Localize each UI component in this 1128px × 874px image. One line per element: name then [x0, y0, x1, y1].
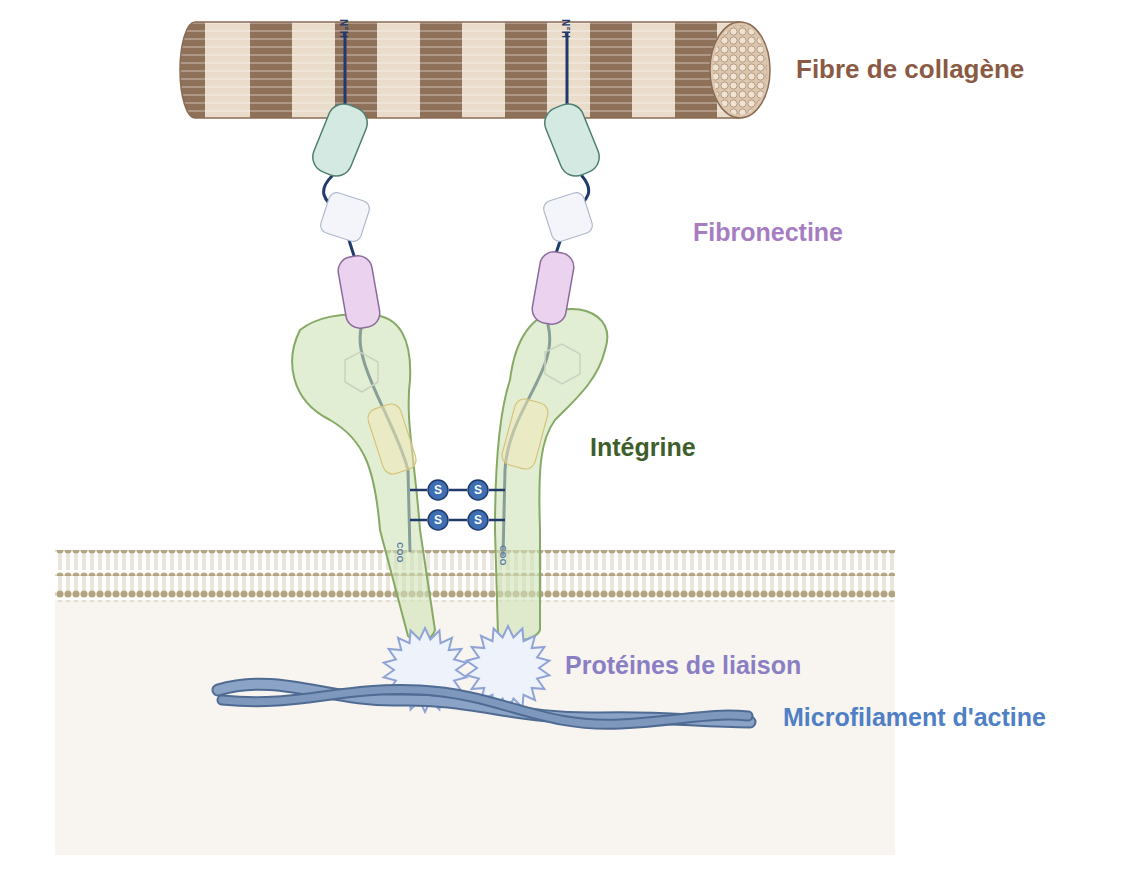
sulfur-atom: S: [427, 509, 449, 531]
sulfur-circle-shape: [428, 510, 448, 530]
integrin-domain: [500, 397, 550, 471]
collagen-fiber: [170, 22, 750, 118]
protein-label: Fibronectine: [693, 219, 843, 247]
atom-symbol: S: [467, 479, 489, 501]
integrin-domain: [365, 401, 418, 476]
collagen-outline: [180, 22, 740, 118]
protein-label: Protéines de liaison: [565, 652, 801, 680]
disulfide-arm: [489, 519, 505, 522]
membrane-outer-leaflet: [55, 550, 895, 576]
integrin-domain-hexagon: [345, 352, 378, 392]
terminus-label: COO: [394, 542, 404, 563]
disulfide-arm: [410, 489, 427, 492]
terminus-label: H₂N: [561, 19, 572, 38]
sulfur-circle-shape: [428, 480, 448, 500]
sulfur-atom: S: [467, 509, 489, 531]
fibronectin-domain: [319, 191, 372, 244]
fiber-label: Fibre de collagène: [796, 55, 1024, 84]
disulfide-bond: [449, 489, 467, 492]
integrin-beta-subunit: [495, 309, 607, 641]
protein-label: Intégrine: [590, 434, 696, 462]
disulfide-arm: [489, 489, 505, 492]
actin-strand: [222, 690, 748, 725]
collagen-band-light: [170, 22, 750, 118]
atom-symbol: S: [427, 509, 449, 531]
filament-label: Microfilament d'actine: [783, 704, 1046, 732]
fibronectin-collagen-binding-domain: [308, 99, 372, 181]
sulfur-circle-shape: [468, 480, 488, 500]
sulfur-atom: S: [427, 479, 449, 501]
integrin-domain-hexagon: [545, 344, 580, 384]
collagen-fibrils: [170, 22, 750, 118]
disulfide-arm: [410, 519, 427, 522]
fibronectin-collagen-binding-domain: [540, 99, 604, 181]
collagen-fibril-ends: [713, 25, 767, 115]
fibronectin-domain: [542, 191, 595, 244]
sulfur-circle-shape: [468, 510, 488, 530]
integrin-alpha-subunit: [292, 314, 435, 640]
actin-strand: [222, 690, 748, 725]
fibronectin-integrin-binding-domain: [336, 254, 382, 331]
membrane-inner-leaflet: [55, 576, 895, 602]
sulfur-atom: S: [467, 479, 489, 501]
atom-symbol: S: [467, 509, 489, 531]
atom-symbol: S: [427, 479, 449, 501]
collagen-end-cap: [710, 22, 770, 118]
terminus-label: COO: [497, 545, 507, 566]
fibronectin-integrin-binding-domain: [530, 250, 576, 327]
terminus-label: H₂N: [339, 19, 350, 38]
cytoplasm: [55, 600, 895, 855]
disulfide-bond: [449, 519, 467, 522]
